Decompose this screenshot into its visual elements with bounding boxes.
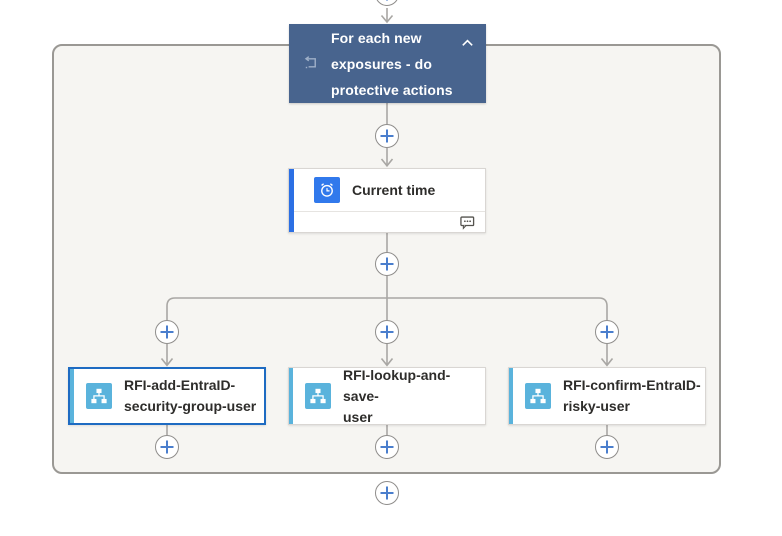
insert-step-button-after-branch-3[interactable] — [595, 435, 619, 459]
plus-icon — [600, 325, 614, 339]
plus-icon — [386, 0, 388, 1]
collapse-button[interactable] — [457, 35, 477, 51]
insert-step-button-branch-3[interactable] — [595, 320, 619, 344]
plus-icon — [380, 325, 394, 339]
workflow-card-rfi-add-entraid-security-group-user[interactable]: RFI-add-EntraID- security-group-user — [68, 367, 266, 425]
workflow-sitemap-icon — [86, 383, 112, 409]
workflow-card-rfi-lookup-and-save-user[interactable]: RFI-lookup-and-save- user — [288, 367, 486, 425]
insert-step-button-after-current-time[interactable] — [375, 252, 399, 276]
foreach-loop-icon — [289, 55, 331, 72]
insert-step-button-after-foreach-header[interactable] — [375, 124, 399, 148]
foreach-scope-header[interactable]: For each new exposures - do protective a… — [289, 24, 486, 103]
plus-icon — [380, 440, 394, 454]
insert-step-button-top[interactable] — [375, 0, 399, 6]
workflow-sitemap-icon — [525, 383, 551, 409]
plus-icon — [380, 257, 394, 271]
card-footer — [289, 211, 485, 233]
chevron-up-icon — [461, 39, 473, 46]
plus-icon — [160, 440, 174, 454]
plus-icon — [600, 440, 614, 454]
card-accent-bar — [509, 368, 513, 424]
current-time-card[interactable]: Current time — [288, 168, 486, 233]
plus-icon — [380, 486, 394, 500]
comment-button[interactable] — [458, 215, 476, 231]
card-accent-bar — [70, 369, 74, 423]
card-title: RFI-confirm-EntraID- risky-user — [563, 377, 701, 414]
workflow-card-rfi-confirm-entraid-risky-user[interactable]: RFI-confirm-EntraID- risky-user — [508, 367, 706, 425]
insert-step-button-after-branch-2[interactable] — [375, 435, 399, 459]
insert-step-button-after-foreach-scope[interactable] — [375, 481, 399, 505]
plus-icon — [380, 129, 394, 143]
workflow-sitemap-icon — [305, 383, 331, 409]
insert-step-button-branch-2[interactable] — [375, 320, 399, 344]
plus-icon — [160, 325, 174, 339]
card-title: RFI-lookup-and-save- user — [343, 366, 451, 425]
alarm-clock-icon — [314, 177, 340, 203]
insert-step-button-after-branch-1[interactable] — [155, 435, 179, 459]
card-accent-bar — [289, 169, 294, 232]
insert-step-button-branch-1[interactable] — [155, 320, 179, 344]
card-accent-bar — [289, 368, 293, 424]
card-title: Current time — [352, 181, 436, 198]
card-title: RFI-add-EntraID- security-group-user — [124, 377, 257, 414]
comment-bubble-icon — [459, 216, 474, 230]
foreach-scope-title: For each new exposures - do protective a… — [331, 29, 453, 98]
